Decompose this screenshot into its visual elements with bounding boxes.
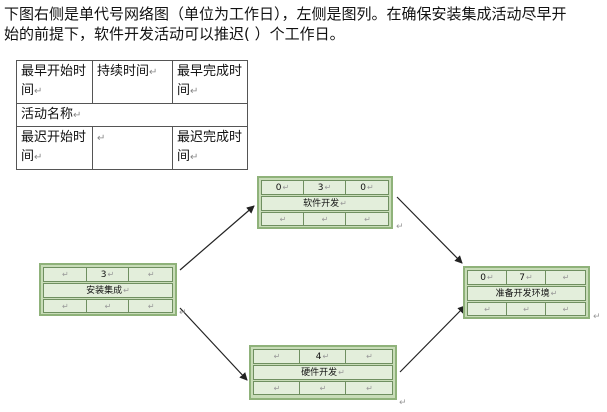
question-line-2: 始的前提下，软件开发活动可以推迟( ）个工作日。 <box>4 25 345 43</box>
node-software-duration: 3↵ <box>304 181 347 194</box>
legend-late-start: 最迟开始时间↵ <box>16 126 93 170</box>
node-software-ls: ↵ <box>262 213 304 225</box>
legend-early-start: 最早开始时间↵ <box>16 60 93 104</box>
node-hardware-name: 硬件开发↵ <box>301 368 345 378</box>
legend-table: 最早开始时间↵ 持续时间↵ 最早完成时间↵ 活动名称↵ 最迟开始时间↵ ↵ 最迟… <box>16 60 248 170</box>
node-prepare-duration: 7↵ <box>507 271 547 284</box>
node-hardware-tail-mark: ↵ <box>399 398 407 408</box>
node-software-dev: 0↵ 3↵ 0↵ 软件开发↵ ↵ ↵ ↵ <box>257 176 393 229</box>
node-install-duration: 3↵ <box>87 268 130 281</box>
question-line-1: 下图右侧是单代号网络图（单位为工作日），左侧是图列。在确保安装集成活动尽早开 <box>4 5 567 23</box>
legend-duration: 持续时间↵ <box>92 60 173 104</box>
node-install-lf: ↵ <box>147 302 155 311</box>
node-hardware-dev: ↵ 4↵ ↵ 硬件开发↵ ↵ ↵ ↵ <box>249 345 397 400</box>
arrow-software-to-prepare <box>396 196 463 264</box>
node-prepare-name: 准备开发环境↵ <box>495 289 558 299</box>
node-install-ef: ↵ <box>147 270 155 279</box>
node-prepare-ef: ↵ <box>562 273 570 282</box>
node-install-float: ↵ <box>87 300 130 312</box>
node-install-integration: ↵ 3↵ ↵ 安装集成↵ ↵ ↵ ↵ <box>39 263 177 316</box>
node-hardware-float: ↵ <box>300 382 347 394</box>
node-software-name: 软件开发↵ <box>303 199 347 209</box>
node-hardware-lf: ↵ <box>366 384 373 393</box>
node-software-ef: 0↵ <box>360 183 374 193</box>
node-hardware-ef: ↵ <box>366 352 373 361</box>
arrow-install-to-software <box>179 205 255 271</box>
node-hardware-ls: ↵ <box>254 382 300 394</box>
node-install-name: 安装集成↵ <box>86 286 130 296</box>
question-text: 下图右侧是单代号网络图（单位为工作日），左侧是图列。在确保安装集成活动尽早开 始… <box>4 4 602 44</box>
node-prepare-tail-mark: ↵ <box>593 312 601 322</box>
node-software-es: 0↵ <box>262 181 304 194</box>
node-install-tail-mark: ↵ <box>179 308 187 318</box>
legend-late-finish: 最迟完成时间↵ <box>172 126 248 170</box>
node-software-tail-mark: ↵ <box>396 222 404 232</box>
node-hardware-duration: 4↵ <box>300 350 347 363</box>
legend-empty-cell: ↵ <box>92 126 173 170</box>
node-hardware-es: ↵ <box>254 350 300 363</box>
node-prepare-lf: ↵ <box>562 305 570 314</box>
node-prepare-env: 0↵ 7↵ ↵ 准备开发环境↵ ↵ ↵ ↵ <box>463 266 590 319</box>
node-software-float: ↵ <box>304 213 347 225</box>
node-install-es: ↵ <box>44 268 87 281</box>
node-prepare-es: 0↵ <box>468 271 507 284</box>
node-software-lf: ↵ <box>364 215 371 224</box>
node-install-ls: ↵ <box>44 300 87 312</box>
node-prepare-float: ↵ <box>507 303 547 315</box>
arrow-hardware-to-prepare <box>399 305 466 373</box>
arrow-install-to-hardware <box>179 307 248 381</box>
legend-early-finish: 最早完成时间↵ <box>172 60 248 104</box>
node-prepare-ls: ↵ <box>468 303 507 315</box>
